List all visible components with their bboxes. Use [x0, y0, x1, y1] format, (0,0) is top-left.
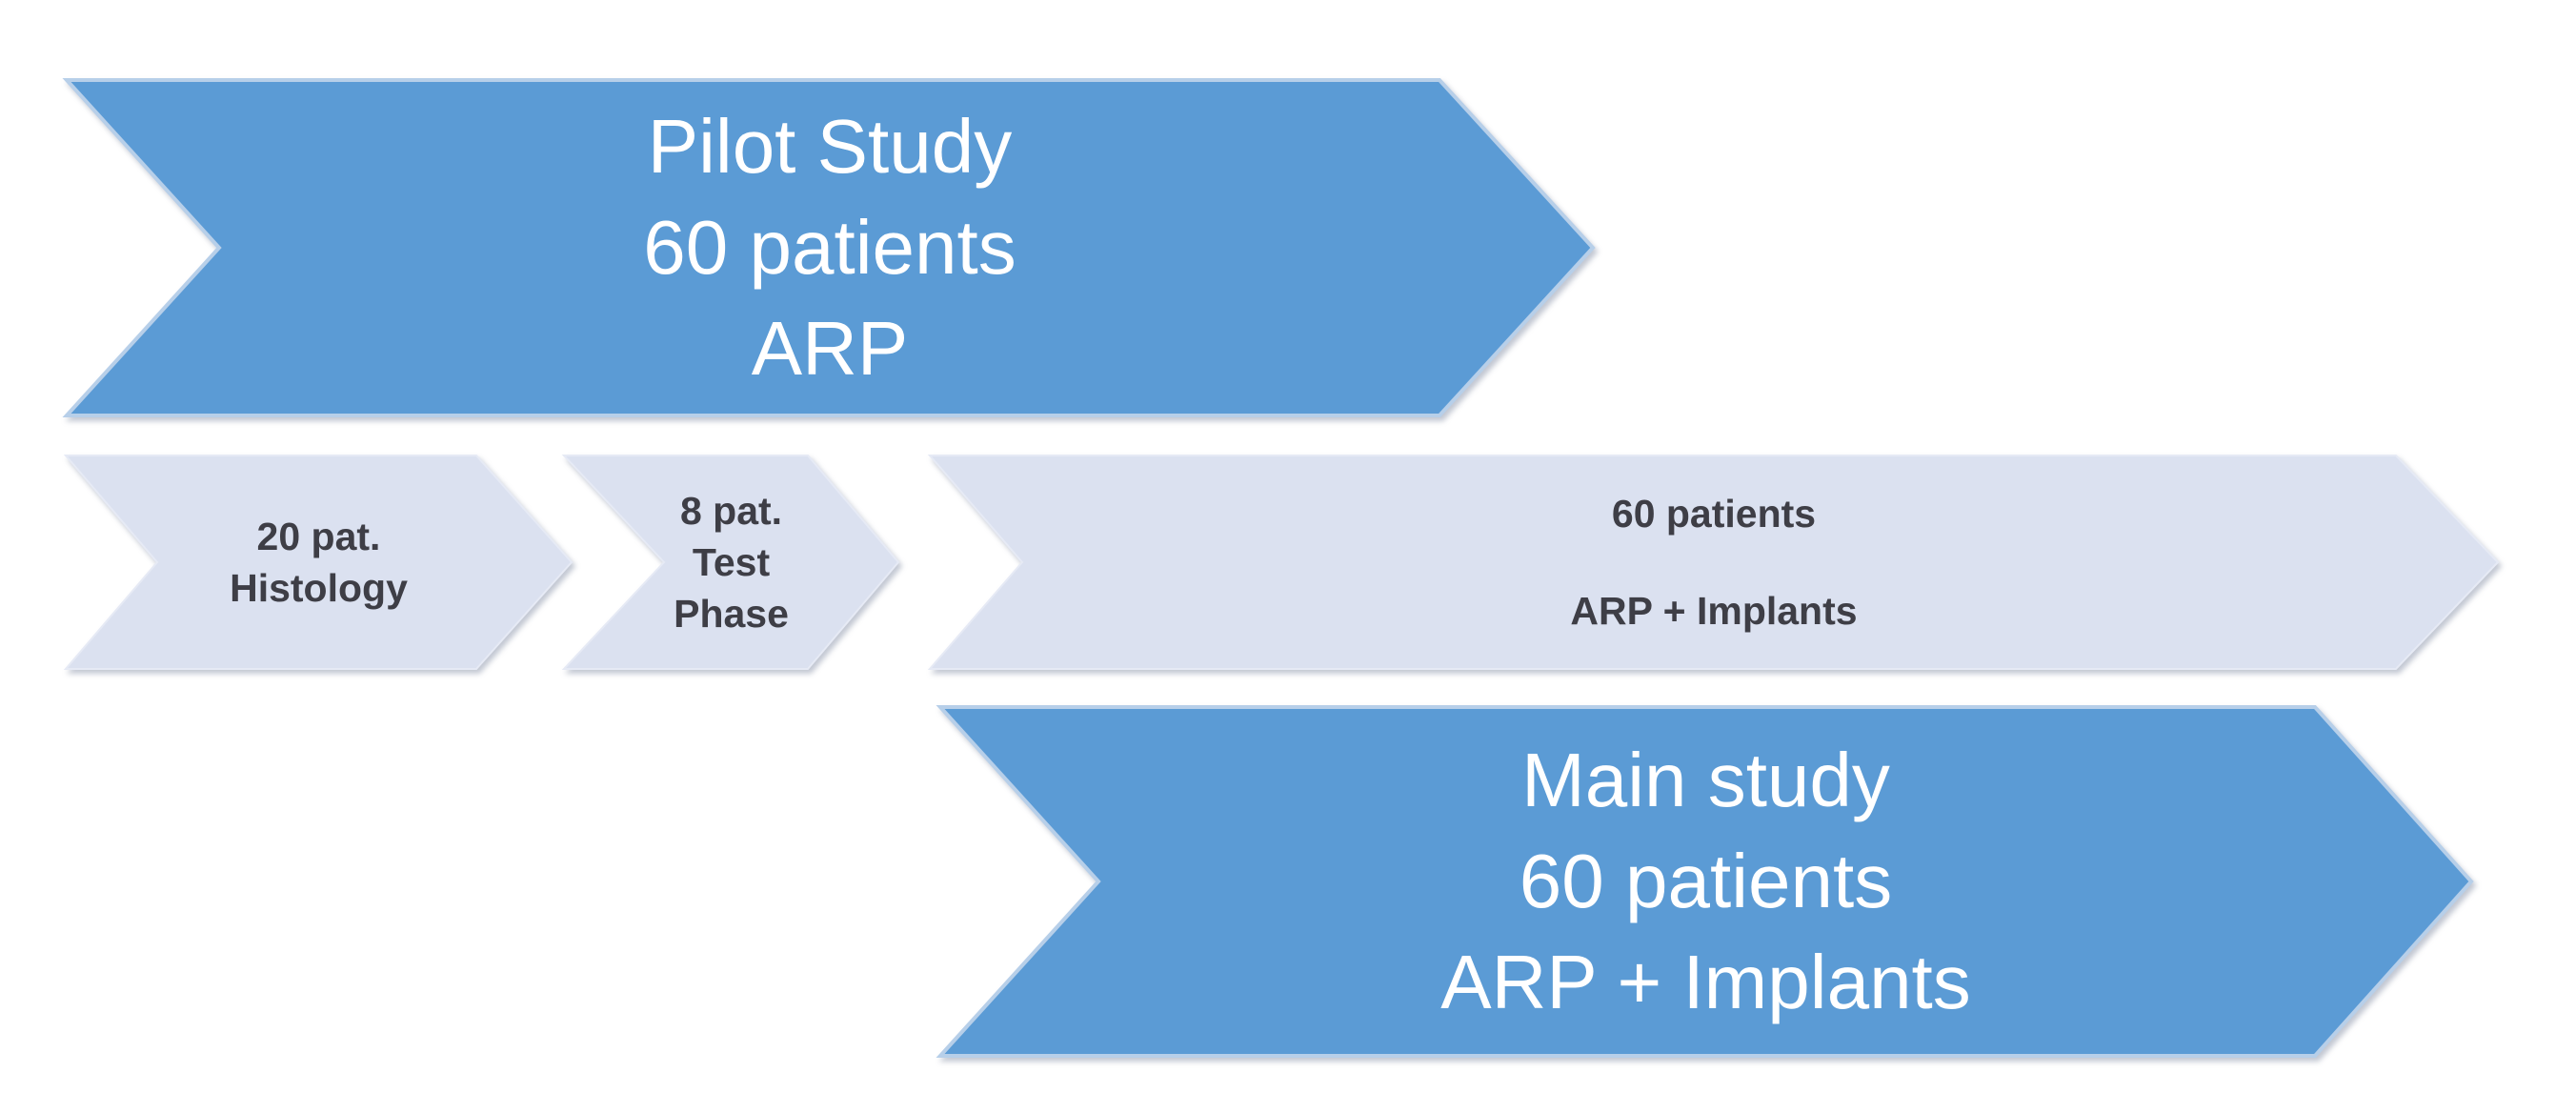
arp-implants-arrow-shape: [927, 455, 2500, 670]
histology-arrow-shape: [63, 455, 574, 670]
test-phase-arrow-shape: [561, 455, 900, 670]
pilot-study-arrow-shape: [62, 78, 1596, 417]
main-study-arrow-shape: [936, 705, 2474, 1058]
